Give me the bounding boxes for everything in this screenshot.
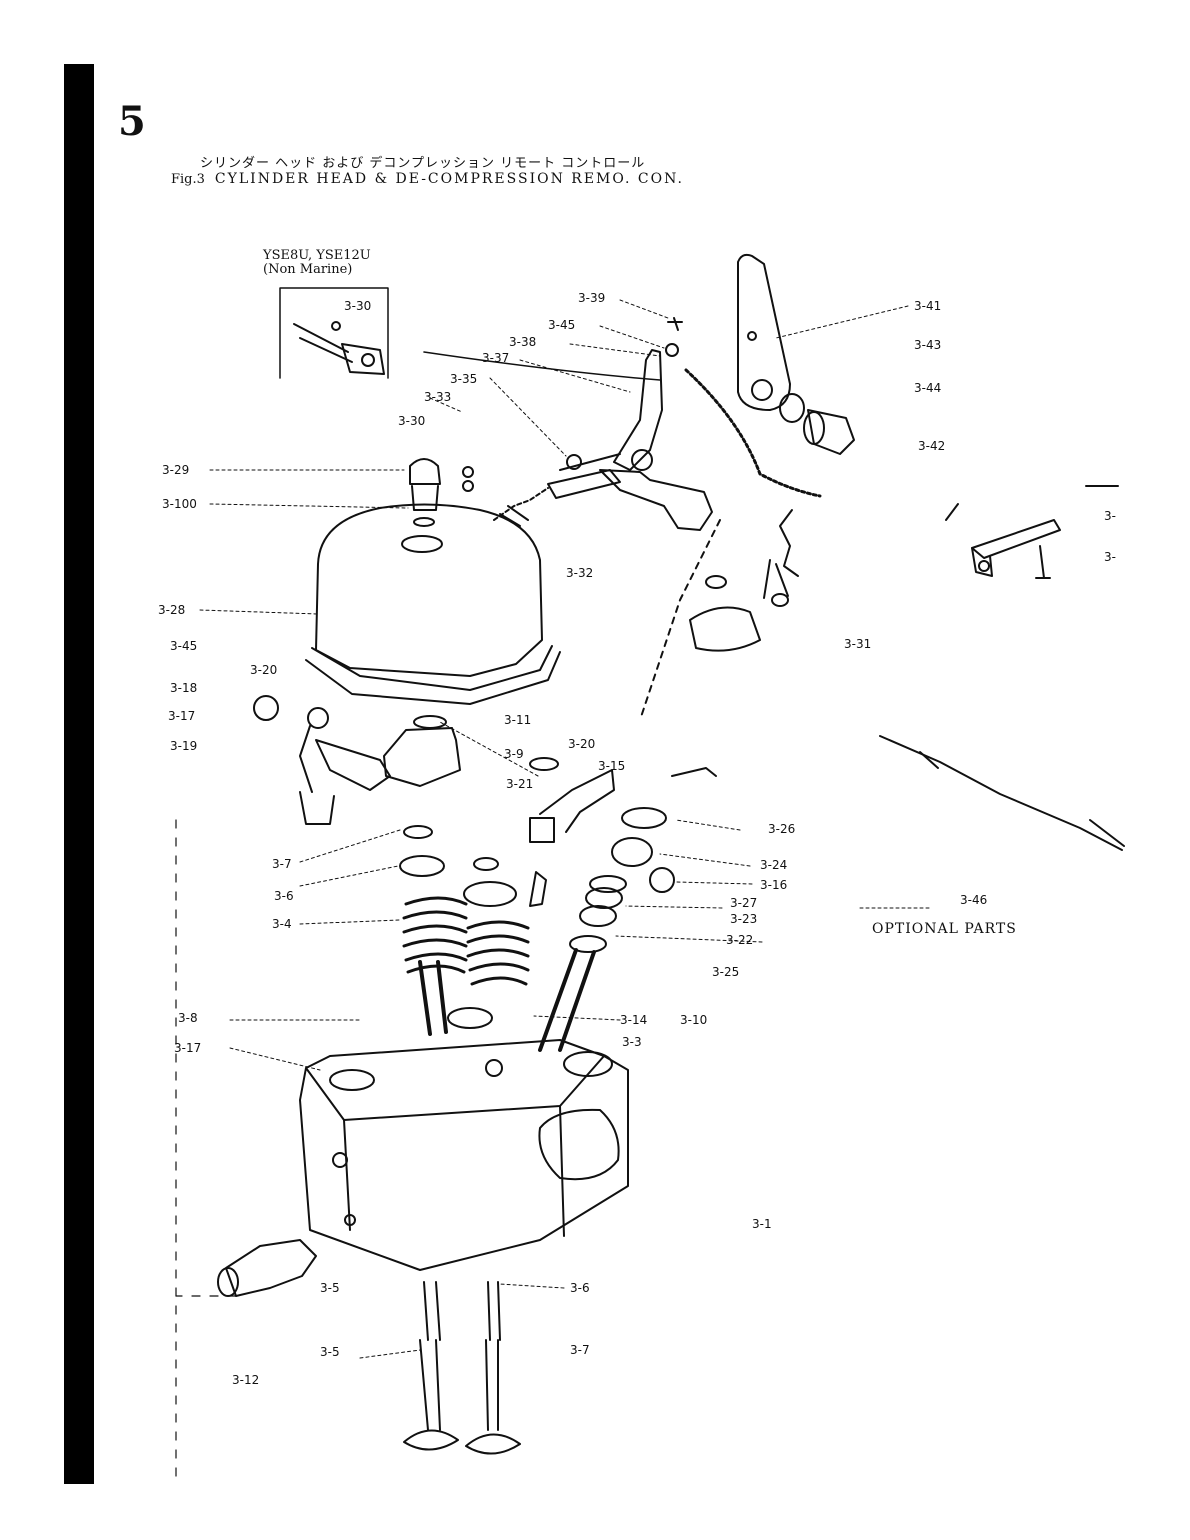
callout-label: 3-45 <box>170 639 198 653</box>
japanese-title: シリンダー ヘッド および デコンプレッション リモート コントロール <box>200 156 646 171</box>
callout-label: 3-32 <box>566 566 594 580</box>
cylinder-head <box>299 960 629 1271</box>
inset-note: (Non Marine) <box>263 262 353 277</box>
rocker-arm-cover <box>305 503 561 705</box>
callout-label: 3-4 <box>272 917 292 931</box>
page-number: 5 <box>118 98 146 145</box>
figure-title-text: CYLINDER HEAD & DE-COMPRESSION REMO. CON… <box>214 171 684 187</box>
callout-label: 3-22 <box>726 933 754 947</box>
push-rod-tube <box>639 519 789 721</box>
callout-label: 3-19 <box>170 739 198 753</box>
callout-label: 3-21 <box>506 777 534 791</box>
remote-lever-plate <box>737 253 855 455</box>
callout-label: 3-42 <box>918 439 946 453</box>
optional-remote-cable <box>879 735 1125 851</box>
callout-label: 3- <box>1104 550 1116 564</box>
binding-bar <box>64 64 94 1484</box>
callout-label: 3-35 <box>450 372 478 386</box>
callout-label: 3-7 <box>272 857 292 871</box>
callout-label: 3-5 <box>320 1345 340 1359</box>
callout-label: 3-27 <box>730 896 758 910</box>
callout-label: 3-41 <box>914 299 942 313</box>
callout-label: 3-31 <box>844 637 872 651</box>
callout-label: 3- <box>1104 509 1116 523</box>
callout-label: 3-12 <box>232 1373 260 1387</box>
callout-label: 3-8 <box>178 1011 198 1025</box>
callout-label: 3-1 <box>752 1217 772 1231</box>
callout-label: 3-44 <box>914 381 942 395</box>
callout-label: 3-15 <box>598 759 626 773</box>
callout-label: 3-24 <box>760 858 788 872</box>
callout-label: 3-6 <box>274 889 294 903</box>
callout-label: 3-33 <box>424 390 452 404</box>
optional-parts-label: OPTIONAL PARTS <box>872 921 1017 937</box>
callout-label: 3-45 <box>548 318 576 332</box>
callout-label: 3-25 <box>712 965 740 979</box>
valve-springs <box>399 825 530 986</box>
rocker-arm-shaft-parts <box>253 695 461 825</box>
callout-label: 3-5 <box>320 1281 340 1295</box>
inset-models: YSE8U, YSE12U <box>263 248 371 263</box>
callout-label: 3-30 <box>398 414 426 428</box>
callout-label: 3-14 <box>620 1013 648 1027</box>
cover-nut <box>409 458 474 511</box>
callout-label: 3-23 <box>730 912 758 926</box>
leader-lines <box>199 299 931 1359</box>
remote-control-cable <box>423 351 822 599</box>
callout-label: 3-6 <box>570 1281 590 1295</box>
callout-label: 3-37 <box>482 351 510 365</box>
rocker-arm-parts <box>529 757 717 1052</box>
callout-label: 3-26 <box>768 822 796 836</box>
callout-label: 3-43 <box>914 338 942 352</box>
callout-label: 3-17 <box>174 1041 202 1055</box>
inset-box <box>279 287 389 379</box>
dashed-boundaries <box>175 819 237 1481</box>
decompression-lever <box>493 317 713 531</box>
callout-label: 3-20 <box>250 663 278 677</box>
callout-label: 3-9 <box>504 747 524 761</box>
valves <box>403 1281 521 1455</box>
callout-label: 3-39 <box>578 291 606 305</box>
figure-number: Fig.3 <box>171 172 205 187</box>
callout-label: 3-7 <box>570 1343 590 1357</box>
callout-label: 3-29 <box>162 463 190 477</box>
callout-label: 3-100 <box>162 497 197 511</box>
callout-label: 3-3 <box>622 1035 642 1049</box>
decompression-fitting <box>217 1239 317 1297</box>
callout-label: 3-38 <box>509 335 537 349</box>
callout-label: 3-17 <box>168 709 196 723</box>
callout-label: 3-11 <box>504 713 532 727</box>
callout-label: 3-18 <box>170 681 198 695</box>
callout-label: 3-16 <box>760 878 788 892</box>
optional-bracket <box>945 485 1119 579</box>
inset-title: YSE8U, YSE12U (Non Marine) <box>263 249 371 277</box>
callout-label: 3-10 <box>680 1013 708 1027</box>
inset-callout: 3-30 <box>344 299 372 313</box>
callout-label: 3-28 <box>158 603 186 617</box>
callout-label: 3-46 <box>960 893 988 907</box>
callout-label: 3-20 <box>568 737 596 751</box>
figure-title: Fig.3 CYLINDER HEAD & DE-COMPRESSION REMO… <box>171 171 684 187</box>
